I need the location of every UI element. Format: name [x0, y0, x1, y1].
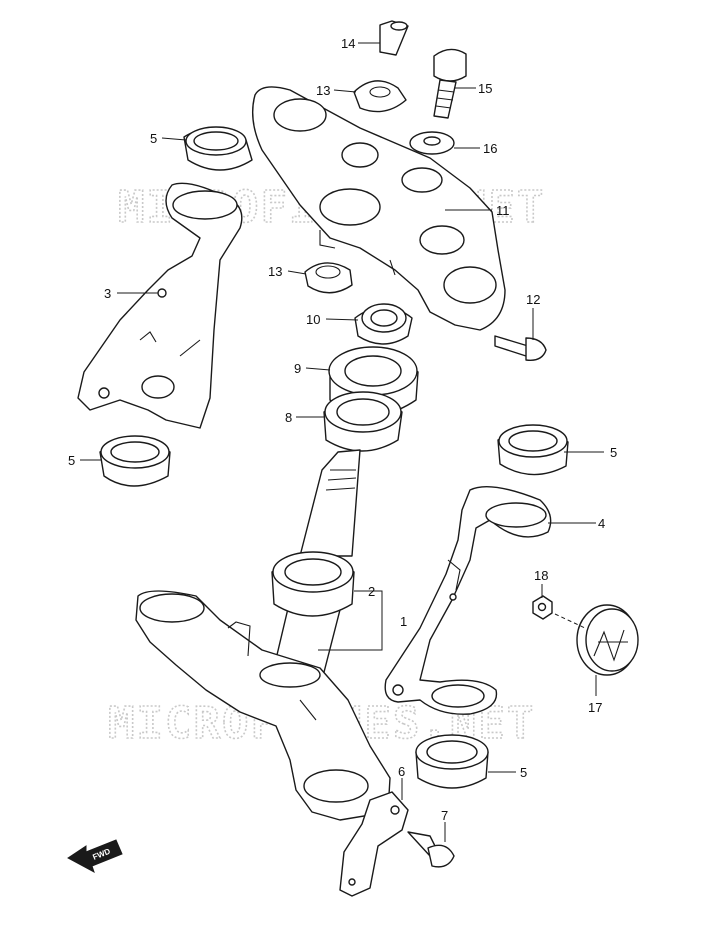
callout-6: 6 — [398, 764, 405, 779]
callout-labels: 14 13 15 5 16 11 13 3 12 10 9 8 5 5 4 18… — [68, 36, 617, 823]
part-1-lower-bracket[interactable] — [135, 590, 391, 821]
callout-12: 12 — [526, 292, 540, 307]
callout-10: 10 — [306, 312, 320, 327]
callout-5-top-left: 5 — [150, 131, 157, 146]
callout-18: 18 — [534, 568, 548, 583]
part-5-seal-right-top[interactable] — [497, 424, 569, 476]
callout-13-middle: 13 — [268, 264, 282, 279]
callout-15: 15 — [478, 81, 492, 96]
callout-4: 4 — [598, 516, 605, 531]
callout-11: 11 — [496, 203, 510, 218]
part-5-seal-top-left[interactable] — [183, 126, 253, 171]
callout-16: 16 — [483, 141, 497, 156]
part-6-hose-guide[interactable] — [339, 791, 409, 897]
callout-5-right-top: 5 — [610, 445, 617, 460]
part-13-cap-middle[interactable] — [304, 262, 353, 294]
callout-17: 17 — [588, 700, 602, 715]
part-11-upper-bracket[interactable] — [252, 86, 506, 331]
part-14-pin[interactable] — [379, 20, 409, 56]
part-15-bolt[interactable] — [433, 48, 467, 119]
part-2-dust-seal-stem[interactable] — [271, 551, 355, 617]
callout-8: 8 — [285, 410, 292, 425]
part-13-cap-top[interactable] — [353, 80, 407, 113]
fwd-arrow-icon: FWD — [67, 839, 123, 874]
part-4-right-bracket[interactable] — [384, 485, 552, 715]
callout-14: 14 — [341, 36, 355, 51]
callout-1: 1 — [400, 614, 407, 629]
part-7-bolt[interactable] — [407, 831, 455, 868]
part-16-washer[interactable] — [409, 131, 455, 155]
callout-5-left: 5 — [68, 453, 75, 468]
callout-13-top: 13 — [316, 83, 330, 98]
callout-7: 7 — [441, 808, 448, 823]
part-18-nut[interactable] — [532, 595, 553, 620]
part-8-bearing[interactable] — [323, 391, 403, 452]
part-3-left-bracket[interactable] — [77, 182, 243, 429]
leader-lines — [80, 42, 604, 842]
callout-5-right-bottom: 5 — [520, 765, 527, 780]
part-5-seal-left[interactable] — [99, 435, 171, 487]
callout-3: 3 — [104, 286, 111, 301]
callout-2: 2 — [368, 584, 375, 599]
part-10-lock-nut[interactable] — [354, 303, 413, 345]
callout-9: 9 — [294, 361, 301, 376]
part-17-emblem[interactable] — [576, 604, 639, 676]
part-17-dash-leader — [554, 613, 586, 629]
part-5-seal-right-bottom[interactable] — [415, 734, 489, 789]
part-12-bolt[interactable] — [494, 335, 547, 361]
